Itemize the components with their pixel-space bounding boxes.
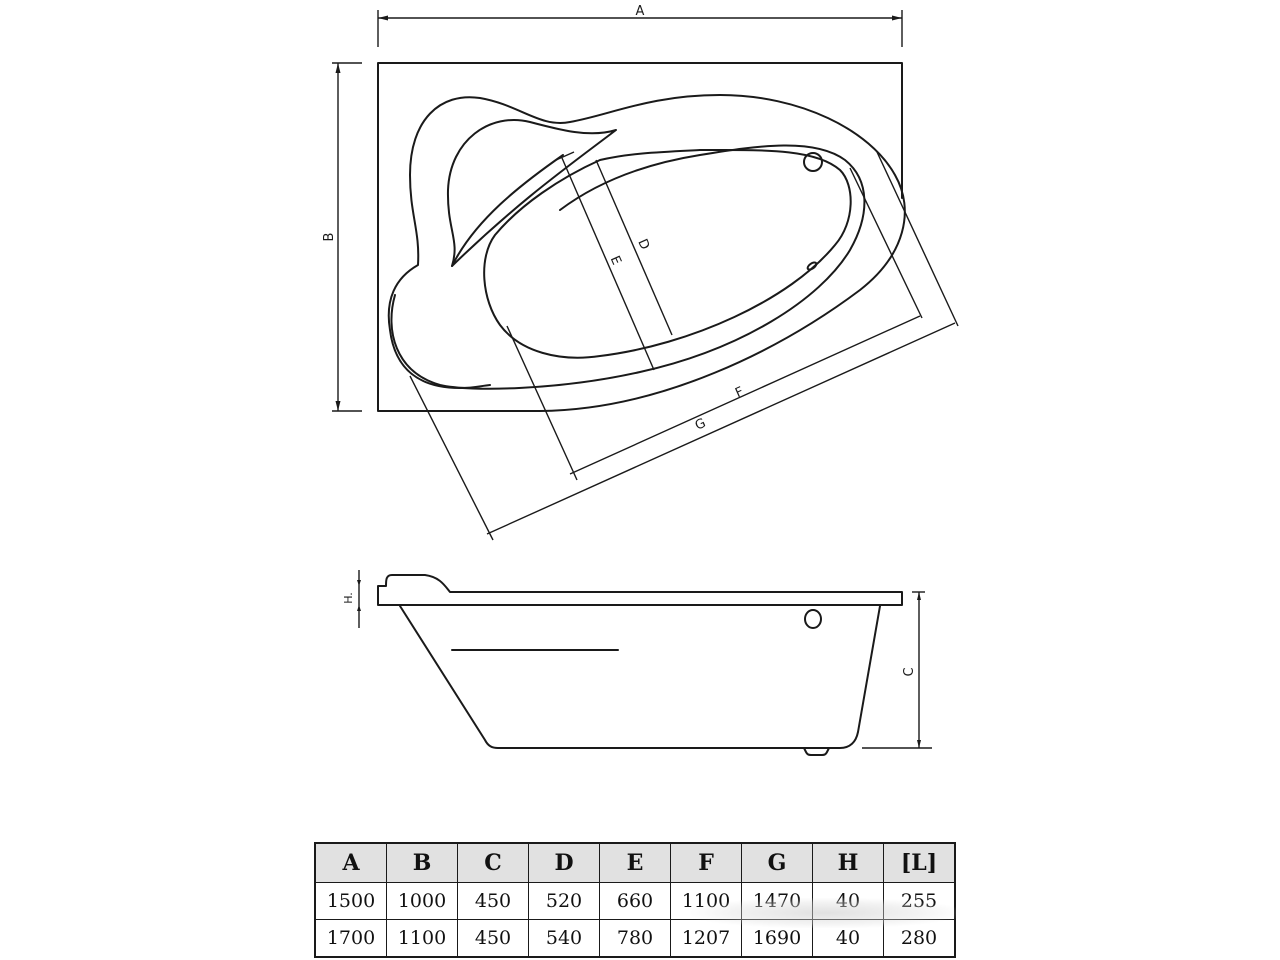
header-e: E bbox=[599, 842, 671, 883]
header-h: H bbox=[812, 842, 884, 883]
cell: 1000 bbox=[386, 882, 458, 920]
ledge-line bbox=[451, 154, 564, 267]
label-b: B bbox=[322, 233, 337, 242]
cell: 1700 bbox=[314, 919, 387, 958]
cell: 1500 bbox=[314, 882, 387, 920]
outer-rim bbox=[387, 94, 906, 412]
dimension-h: H. bbox=[342, 570, 361, 628]
side-body bbox=[399, 605, 881, 749]
jet-slot bbox=[806, 261, 818, 271]
outer-frame bbox=[377, 62, 903, 412]
cell: 40 bbox=[812, 882, 884, 920]
label-e: E bbox=[607, 254, 624, 268]
cell: 450 bbox=[457, 919, 529, 958]
dimensions-table: A B C D E F G H [L] 1500 1000 450 520 66… bbox=[314, 842, 956, 958]
header-l: [L] bbox=[883, 842, 956, 883]
table-row: 1500 1000 450 520 660 1100 1470 40 255 bbox=[314, 882, 956, 920]
cell: 40 bbox=[812, 919, 884, 958]
cell: 450 bbox=[457, 882, 529, 920]
side-overflow bbox=[804, 609, 822, 629]
header-g: G bbox=[741, 842, 813, 883]
cell: 1100 bbox=[386, 919, 458, 958]
header-a: A bbox=[314, 842, 387, 883]
header-f: F bbox=[670, 842, 742, 883]
seat-contour bbox=[446, 119, 617, 267]
top-view: A B D bbox=[322, 4, 959, 541]
cell: 1470 bbox=[741, 882, 813, 920]
cell: 1207 bbox=[670, 919, 742, 958]
cell: 255 bbox=[883, 882, 956, 920]
header-d: D bbox=[528, 842, 600, 883]
header-c: C bbox=[457, 842, 529, 883]
rim-inner bbox=[390, 144, 866, 390]
cell: 520 bbox=[528, 882, 600, 920]
dimension-f: F bbox=[506, 167, 923, 481]
label-a: A bbox=[636, 4, 645, 19]
dimension-g: G bbox=[409, 151, 959, 541]
drain-foot bbox=[803, 747, 830, 756]
label-c: C bbox=[902, 667, 917, 676]
header-b: B bbox=[386, 842, 458, 883]
bathtub-technical-drawing: A B D bbox=[322, 4, 959, 756]
table-row: 1700 1100 450 540 780 1207 1690 40 280 bbox=[314, 919, 956, 958]
cell: 540 bbox=[528, 919, 600, 958]
cell: 280 bbox=[883, 919, 956, 958]
cell: 1690 bbox=[741, 919, 813, 958]
label-f: F bbox=[733, 384, 746, 401]
dimension-c: C bbox=[862, 591, 932, 749]
label-h: H. bbox=[342, 592, 355, 604]
side-view: H. C bbox=[342, 570, 932, 756]
label-d: D bbox=[634, 237, 652, 252]
side-rim bbox=[377, 574, 903, 606]
cell: 660 bbox=[599, 882, 671, 920]
label-g: G bbox=[693, 416, 708, 434]
cell: 1100 bbox=[670, 882, 742, 920]
overflow-circle bbox=[803, 152, 823, 172]
table-header-row: A B C D E F G H [L] bbox=[314, 842, 956, 883]
cell: 780 bbox=[599, 919, 671, 958]
dimension-a: A bbox=[377, 4, 903, 47]
dimension-b: B bbox=[322, 62, 362, 412]
dimension-d: D bbox=[595, 159, 673, 336]
basin-contour bbox=[483, 148, 852, 359]
